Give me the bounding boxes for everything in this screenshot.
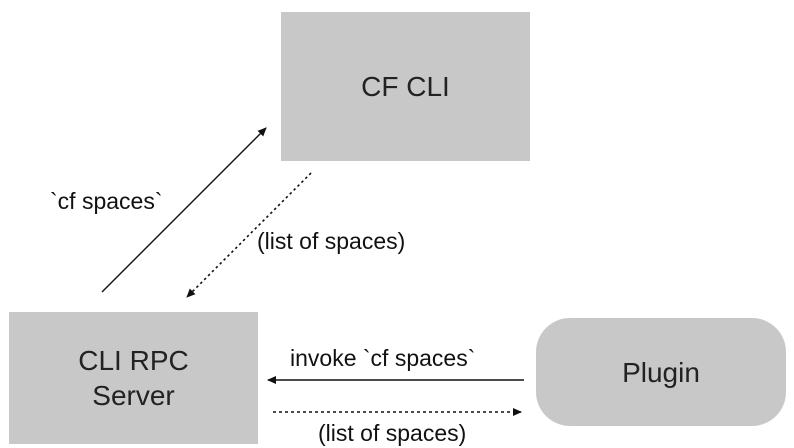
cli-rpc-server-label-line2: Server <box>92 380 175 411</box>
edge-label-list-of-spaces-bottom: (list of spaces) <box>318 420 467 446</box>
edge-label-cf-spaces: `cf spaces` <box>50 188 163 214</box>
edge-label-invoke-cf-spaces: invoke `cf spaces` <box>290 345 476 371</box>
cf-cli-label: CF CLI <box>361 71 450 102</box>
plugin-label: Plugin <box>622 356 700 388</box>
cli-rpc-server-label-line1: CLI RPC <box>78 345 189 376</box>
edge-label-list-of-spaces-top: (list of spaces) <box>257 228 406 254</box>
plugin-node: Plugin <box>536 318 786 426</box>
cli-rpc-server-node: CLI RPC Server <box>9 312 258 444</box>
cf-cli-node: CF CLI <box>281 12 530 161</box>
